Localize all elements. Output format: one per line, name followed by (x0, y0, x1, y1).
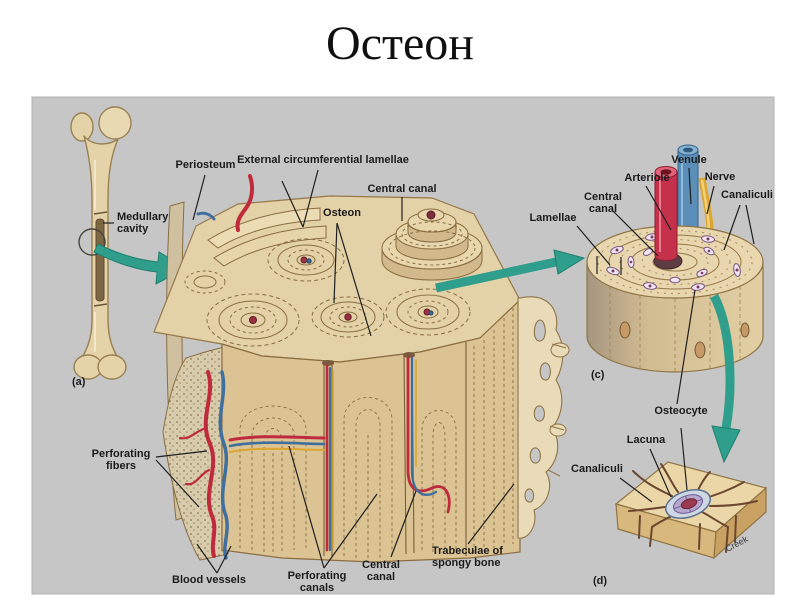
panel-a-tag: (a) (72, 376, 86, 388)
page-title: Остеон (326, 17, 474, 70)
label-blood-vessels: Blood vessels (172, 574, 246, 586)
zoom-arrow-c-to-d (709, 293, 741, 464)
panel-c-tag: (c) (591, 369, 605, 381)
label-central-canal-bottom: Central canal (362, 559, 400, 583)
label-arteriole: Arteriole (624, 172, 670, 184)
osteon-cylinder (586, 144, 764, 373)
zoom-arrow-block-to-c (435, 249, 586, 293)
label-trabeculae: Trabeculae of spongy bone (432, 545, 503, 569)
label-external-circumferential-lamellae: External circumferential lamellae (237, 154, 409, 166)
label-periosteum: Periosteum (175, 159, 236, 171)
label-perforating-canals: Perforating canals (287, 570, 347, 594)
osteocyte-block (614, 461, 768, 560)
compact-bone-block (153, 195, 521, 563)
label-nerve: Nerve (704, 171, 736, 183)
label-lacuna: Lacuna (626, 434, 666, 446)
label-venule: Venule (671, 154, 707, 166)
zoom-arrow-a-to-block (93, 243, 188, 285)
label-lamellae: Lamellae (529, 212, 577, 224)
leader-lines (103, 167, 755, 574)
blood-vessels-and-nerves (178, 174, 451, 560)
label-canaliculi-c: Canaliculi (721, 189, 773, 201)
label-canaliculi-d: Canaliculi (571, 463, 623, 475)
label-central-canal-top: Central canal (367, 183, 437, 195)
label-medullary-cavity: Medullary cavity (117, 211, 169, 235)
spongy-bone-trabeculae (517, 296, 570, 539)
label-osteocyte: Osteocyte (654, 405, 708, 417)
panel-d-tag: (d) (593, 575, 608, 587)
label-perforating-fibers: Perforating fibers (91, 448, 151, 472)
label-osteon: Osteon (323, 207, 361, 219)
label-central-canal-c: Central canal (584, 191, 622, 215)
